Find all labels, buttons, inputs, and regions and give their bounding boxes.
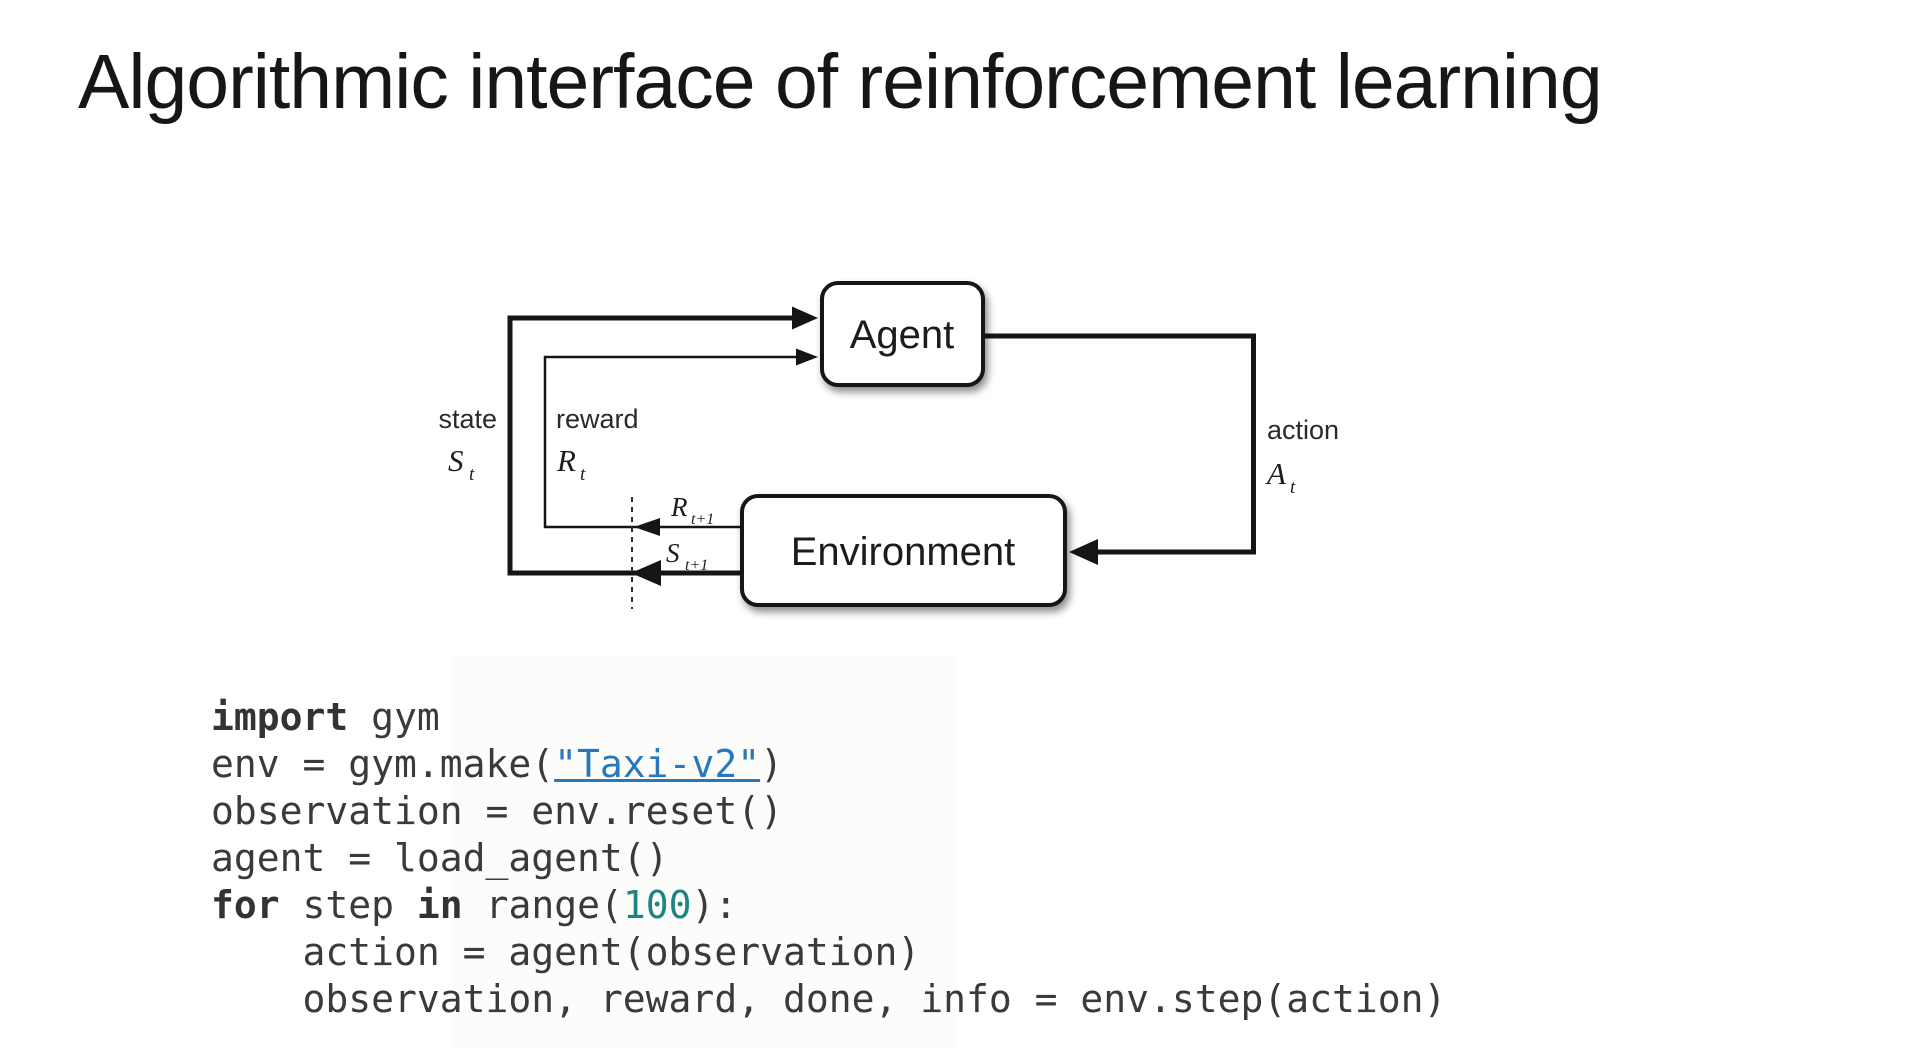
arrowhead-action-into-environment [1069,539,1098,565]
code-line-1: import gym [211,694,1446,741]
action-symbol: A [1265,456,1287,491]
code-text: ): [691,883,738,927]
action-symbol-subscript: t [1290,477,1296,498]
arrowhead-next-reward [634,518,660,536]
code-image-background [452,656,957,1048]
import-keyword: import [211,695,349,739]
code-text: ) [760,742,783,786]
code-text: observation, reward, done, info = env.st… [211,977,1447,1021]
reward-label: reward [556,404,639,434]
code-line-3: observation = env.reset() [211,788,1446,835]
agent-box-label: Agent [850,313,955,357]
state-symbol: S [448,443,464,478]
code-text: agent = load_agent() [211,836,669,880]
slide-title: Algorithmic interface of reinforcement l… [78,39,1603,125]
state-loop-line [507,315,794,576]
reward-symbol: R [556,443,576,478]
code-line-7: observation, reward, done, info = env.st… [211,976,1447,1023]
code-text: env = gym.make( [211,742,555,786]
environment-box [740,494,1067,607]
arrowhead-next-state [631,560,661,586]
arrowhead-reward-into-agent [796,348,818,366]
for-keyword: for [211,883,280,927]
arrowhead-state-into-agent [792,306,818,330]
code-text: action = agent(observation) [211,930,921,974]
code-line-4: agent = load_agent() [211,835,1446,882]
code-text: range( [462,883,623,927]
state-label: state [438,404,497,434]
in-keyword: in [416,883,463,927]
reward-symbol-subscript: t [580,464,586,485]
code-line-2: env = gym.make("Taxi-v2") [211,741,1446,788]
next-state-symbol-subscript: t+1 [685,557,708,574]
range-count-literal: 100 [622,883,692,927]
next-reward-symbol: R [670,492,688,522]
agent-box [820,281,985,387]
code-text: gym [348,695,440,739]
code-line-5: for step in range(100): [211,882,1446,929]
next-state-symbol: S [666,538,680,568]
code-line-6: action = agent(observation) [211,929,1446,976]
code-text: step [279,883,417,927]
next-reward-symbol-subscript: t+1 [691,511,714,528]
action-loop-line [983,333,1256,555]
code-text: observation = env.reset() [211,789,783,833]
taxi-v2-link[interactable]: "Taxi-v2" [554,742,761,786]
environment-box-label: Environment [791,530,1016,574]
action-label: action [1267,415,1339,445]
state-symbol-subscript: t [469,464,475,485]
code-block: import gym env = gym.make("Taxi-v2") obs… [211,694,1446,1023]
